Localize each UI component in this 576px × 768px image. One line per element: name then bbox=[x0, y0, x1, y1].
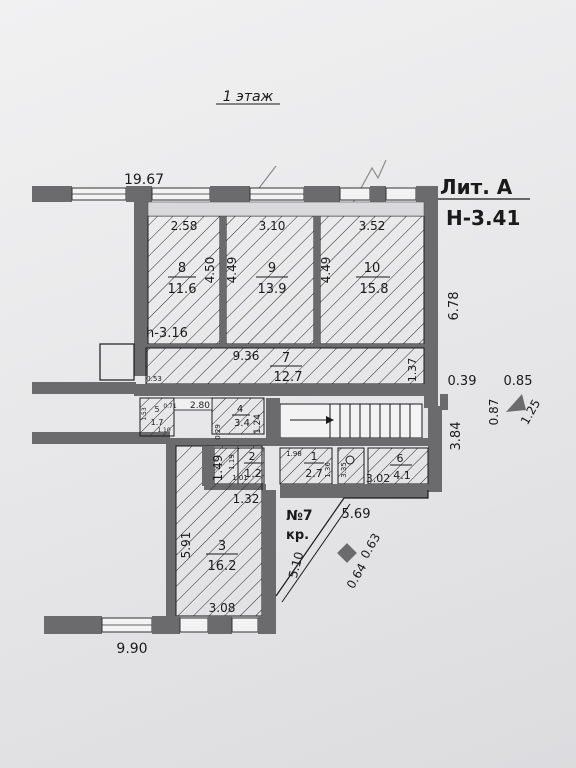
room-1 bbox=[279, 447, 333, 485]
wall-mid bbox=[170, 438, 428, 446]
dim-r4-d: 1.24 bbox=[253, 414, 263, 434]
toilet-fixture bbox=[345, 455, 355, 465]
unit-label: №7 bbox=[286, 508, 313, 524]
dim-r10-width: 3.52 bbox=[359, 219, 386, 233]
dim-bottom-total: 9.90 bbox=[116, 641, 147, 657]
room-10-area: 15.8 bbox=[360, 282, 389, 297]
height-local-label: h-3.16 bbox=[146, 326, 188, 341]
dim-col-f: 0.63 bbox=[358, 531, 383, 561]
dim-r3-h: 5.91 bbox=[179, 532, 193, 559]
dim-r1-w: 1.98 bbox=[286, 450, 302, 458]
room-6-number: 6 bbox=[397, 452, 404, 465]
dim-under-r2: 1.32 bbox=[233, 492, 260, 506]
room-8-number: 8 bbox=[178, 261, 186, 276]
dim-right-upper: 6.78 bbox=[447, 292, 462, 321]
room-1-number: 1 bbox=[311, 450, 318, 463]
wall-right bbox=[424, 200, 438, 408]
room-4 bbox=[211, 397, 265, 435]
room-5-number: 5 bbox=[154, 405, 159, 414]
room-9-area: 13.9 bbox=[258, 282, 287, 297]
wall-below-1-6 bbox=[280, 484, 428, 498]
dim-r2-b: 1.01 bbox=[232, 474, 248, 482]
wall-below-corridor bbox=[134, 384, 438, 396]
room-7-area: 12.7 bbox=[274, 370, 303, 385]
room-6 bbox=[367, 447, 429, 485]
wall-left-ext-1 bbox=[32, 382, 136, 394]
dim-corridor-len: 9.36 bbox=[233, 349, 260, 363]
dim-r9-depth: 4.49 bbox=[225, 257, 239, 284]
dim-diag-len: 5.10 bbox=[286, 550, 306, 579]
room-5-area: 1.7 bbox=[151, 418, 164, 427]
wall-stairs-left bbox=[266, 398, 280, 442]
entry-porch bbox=[99, 343, 135, 381]
dim-r1-d: 1.36 bbox=[324, 462, 332, 478]
dim-right-mid: 3.84 bbox=[449, 422, 464, 451]
room-3 bbox=[175, 445, 263, 617]
room-6-toilet bbox=[337, 447, 365, 485]
staircase bbox=[279, 403, 423, 439]
column-diagonal bbox=[337, 543, 357, 563]
partition-3-2 bbox=[202, 446, 214, 486]
room-7-number: 7 bbox=[282, 351, 290, 366]
room-3-number: 3 bbox=[218, 539, 226, 554]
column-corner bbox=[506, 394, 526, 412]
dim-r6-s: 3.35 bbox=[340, 462, 348, 478]
dim-r10-depth: 4.49 bbox=[319, 257, 333, 284]
dim-r4-w: 2.80 bbox=[190, 401, 210, 411]
partition-5-4 bbox=[173, 397, 213, 411]
dim-col-c: 0.87 bbox=[487, 399, 501, 426]
wall-left-ext-2 bbox=[32, 432, 170, 444]
wall-left-upper bbox=[134, 200, 148, 376]
wall-right-lower bbox=[428, 406, 442, 492]
dim-r2-a: 1.19 bbox=[228, 454, 236, 470]
unit-sublabel: кр. bbox=[286, 528, 309, 543]
floor-label: 1 этаж bbox=[223, 89, 274, 105]
diagonal-wall bbox=[275, 490, 429, 597]
dim-col-e: 0.64 bbox=[344, 561, 369, 591]
partition-9-10 bbox=[314, 216, 320, 344]
dim-small-a: 0.53 bbox=[146, 375, 162, 383]
dim-diag-top: 5.69 bbox=[342, 507, 371, 522]
room-4-number: 4 bbox=[237, 404, 243, 415]
wall-room3-right bbox=[262, 490, 276, 620]
room-2-area: 1.2 bbox=[244, 467, 262, 480]
wall-inner-top bbox=[147, 201, 425, 217]
dim-col-b: 0.85 bbox=[504, 374, 533, 389]
room-8-area: 11.6 bbox=[168, 282, 197, 297]
room-2-number: 2 bbox=[249, 450, 256, 463]
room-10-number: 10 bbox=[364, 261, 381, 276]
dim-r3-w: 3.08 bbox=[209, 601, 236, 615]
room-9 bbox=[225, 215, 315, 345]
wall-bottom bbox=[44, 616, 276, 634]
dim-r9-width: 3.10 bbox=[259, 219, 286, 233]
dim-r8-width: 2.58 bbox=[171, 219, 198, 233]
height-main-label: Н-3.41 bbox=[446, 206, 520, 230]
dim-r5-w: 1.53 bbox=[141, 407, 148, 421]
corridor-wall bbox=[134, 344, 438, 348]
wall-top bbox=[32, 186, 438, 202]
dim-corridor-w: 1.37 bbox=[406, 358, 419, 383]
room-3-area: 16.2 bbox=[208, 559, 237, 574]
room-5 bbox=[139, 397, 175, 437]
dim-col-a: 0.39 bbox=[448, 374, 477, 389]
wall-left-lower bbox=[166, 444, 176, 616]
dim-top-total: 19.67 bbox=[124, 172, 164, 188]
column-right bbox=[440, 394, 448, 410]
dim-r8-depth: 4.50 bbox=[203, 257, 217, 284]
partition-8-9 bbox=[220, 216, 226, 344]
room-1-area: 2.7 bbox=[305, 467, 323, 480]
room-9-number: 9 bbox=[268, 261, 276, 276]
dim-r4-s: 0.29 bbox=[214, 424, 222, 440]
dim-r2-h: 1.49 bbox=[211, 455, 225, 482]
room-10 bbox=[319, 215, 425, 345]
dim-r5-d: 1.10 bbox=[157, 427, 171, 434]
room-4-area: 3.4 bbox=[234, 418, 250, 429]
diagonal-wall-inner bbox=[281, 503, 351, 603]
dim-r5-h: 0.71 bbox=[163, 403, 177, 410]
lit-label: Лит. А bbox=[440, 175, 513, 199]
dim-r6-w: 3.02 bbox=[366, 472, 391, 485]
room-6-area: 4.1 bbox=[393, 469, 411, 482]
